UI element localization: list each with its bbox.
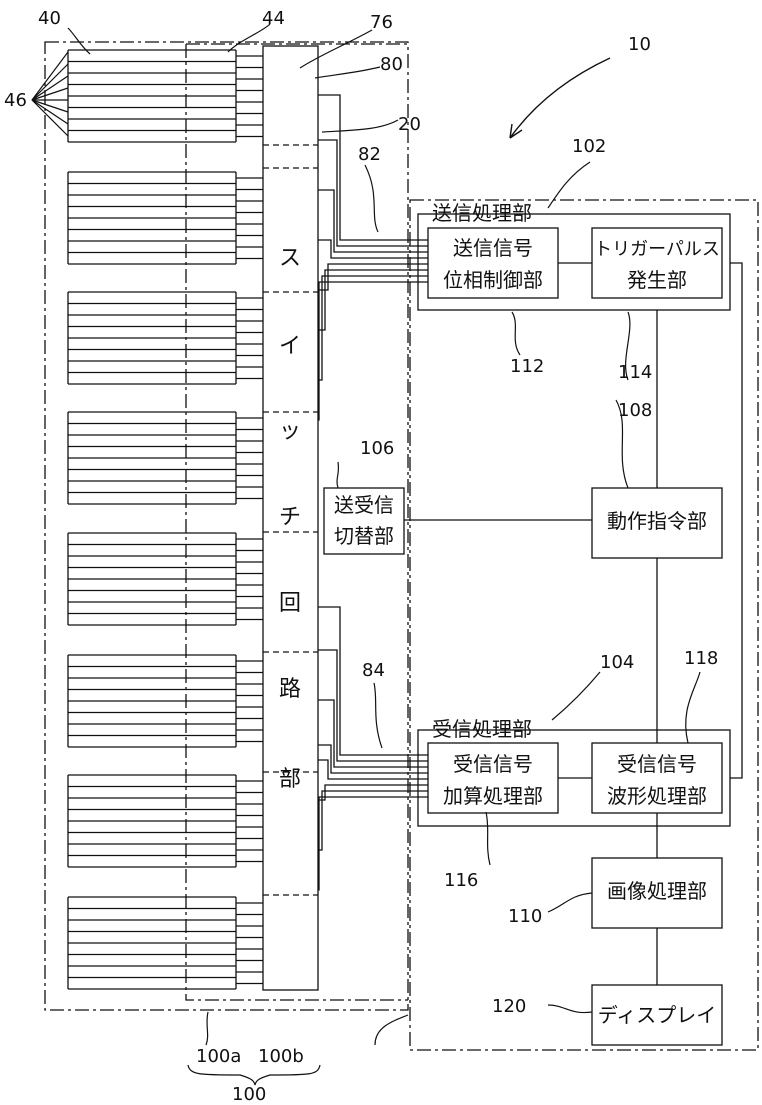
ref-102: 102 bbox=[572, 136, 606, 157]
ref-100b: 100b bbox=[258, 1046, 304, 1067]
rx-adder-line2: 加算処理部 bbox=[443, 784, 543, 808]
switch-char-5: 回 bbox=[279, 591, 301, 616]
tx-wire bbox=[318, 270, 428, 330]
switch-char-1: ス bbox=[279, 246, 301, 271]
element-group bbox=[68, 655, 263, 747]
switch-char-2: イ bbox=[279, 334, 301, 359]
ref-106: 106 bbox=[360, 438, 394, 459]
rx-wire-bundle bbox=[318, 607, 428, 890]
ref-84: 84 bbox=[362, 660, 385, 681]
tx-wire bbox=[318, 282, 428, 420]
image-unit-label: 画像処理部 bbox=[607, 879, 707, 903]
tx-phase-control-line1: 送信信号 bbox=[453, 236, 533, 260]
tx-wire bbox=[318, 190, 428, 252]
tx-wire bbox=[318, 276, 428, 380]
element-group bbox=[68, 533, 263, 625]
ref-116: 116 bbox=[444, 870, 478, 891]
tx-wire bbox=[318, 264, 428, 290]
ref-100a: 100a bbox=[196, 1046, 241, 1067]
tx-group-title: 送信処理部 bbox=[432, 201, 532, 225]
rx-wire bbox=[318, 785, 428, 800]
switch-char-6: 路 bbox=[279, 677, 301, 702]
ref-40: 40 bbox=[38, 8, 61, 29]
switch-circuit-label: ス イ ッ チ 回 路 部 bbox=[279, 246, 301, 792]
ref-10: 10 bbox=[628, 34, 651, 55]
element-group bbox=[68, 292, 263, 384]
ref-20: 20 bbox=[398, 114, 421, 135]
rx-adder-line1: 受信信号 bbox=[453, 752, 533, 776]
element-group bbox=[68, 50, 263, 142]
ref-100: 100 bbox=[232, 1084, 266, 1105]
switch-char-4: チ bbox=[279, 505, 301, 530]
rx-wire bbox=[318, 700, 428, 767]
ref-104: 104 bbox=[600, 652, 634, 673]
switch-char-7: 部 bbox=[279, 767, 301, 792]
tx-phase-control-line2: 位相制御部 bbox=[443, 268, 543, 292]
element-group bbox=[68, 775, 263, 867]
txrx-switch-line2: 切替部 bbox=[334, 524, 394, 548]
main-unit-boundary bbox=[410, 200, 758, 1050]
ref-120: 120 bbox=[492, 996, 526, 1017]
transducer-element-groups bbox=[68, 50, 263, 989]
rx-waveform-line2: 波形処理部 bbox=[607, 784, 707, 808]
trigger-line2: 発生部 bbox=[627, 268, 687, 292]
ref-114: 114 bbox=[618, 362, 652, 383]
ref-118: 118 bbox=[684, 648, 718, 669]
rx-wire bbox=[318, 791, 428, 850]
switch-char-3: ッ bbox=[279, 419, 301, 444]
command-unit-label: 動作指令部 bbox=[607, 509, 707, 533]
element-group bbox=[68, 172, 263, 264]
txrx-switch-line1: 送受信 bbox=[334, 493, 394, 517]
ref-110: 110 bbox=[508, 906, 542, 927]
element-group bbox=[68, 897, 263, 989]
ref-80: 80 bbox=[380, 54, 403, 75]
ref-76: 76 bbox=[370, 12, 393, 33]
trigger-line1: トリガーパルス bbox=[594, 239, 720, 260]
box-labels: 送信処理部 送信信号 位相制御部 トリガーパルス 発生部 受信処理部 受信信号 … bbox=[334, 201, 720, 1027]
rx-group-title: 受信処理部 bbox=[432, 717, 532, 741]
ref-44: 44 bbox=[262, 8, 285, 29]
display-unit-label: ディスプレイ bbox=[598, 1003, 717, 1027]
rx-wire bbox=[318, 797, 428, 890]
ref-46: 46 bbox=[4, 90, 27, 111]
ref-108: 108 bbox=[618, 400, 652, 421]
rx-waveform-line1: 受信信号 bbox=[617, 752, 697, 776]
ref-arrow-10 bbox=[510, 58, 610, 138]
ref-82: 82 bbox=[358, 144, 381, 165]
element-group bbox=[68, 412, 263, 504]
ref-112: 112 bbox=[510, 356, 544, 377]
